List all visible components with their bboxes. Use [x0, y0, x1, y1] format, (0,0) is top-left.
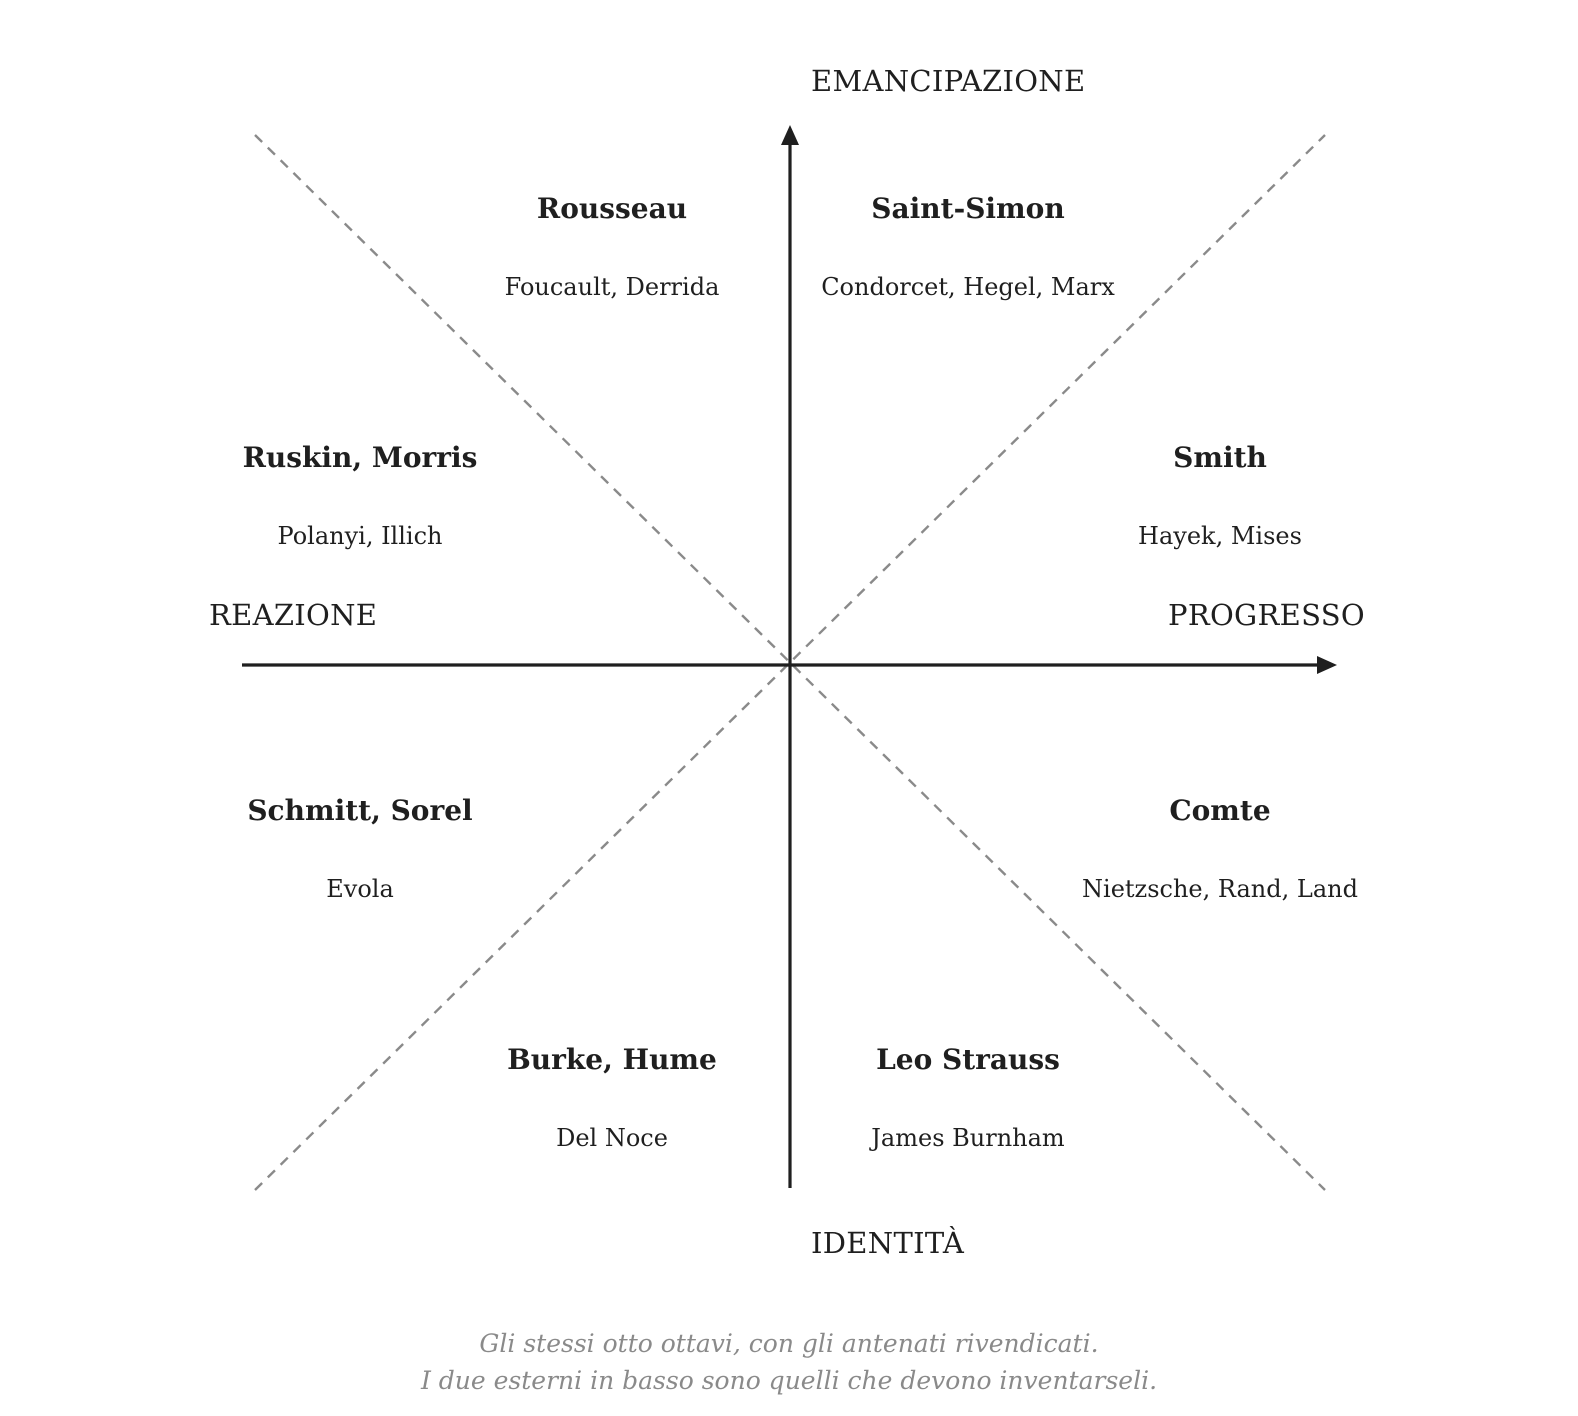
octant-lower-left: Schmitt, Sorel Evola — [150, 794, 570, 904]
axis-label-top: EMANCIPAZIONE — [811, 64, 1086, 98]
secondary-thinkers: Evola — [326, 875, 394, 903]
caption-line-1: Gli stessi otto ottavi, con gli antenati… — [479, 1329, 1099, 1358]
primary-thinkers: Burke, Hume — [507, 1043, 717, 1076]
octant-bottom-right: Leo Strauss James Burnham — [758, 1043, 1178, 1153]
axis-label-bottom: IDENTITÀ — [811, 1226, 965, 1260]
octant-lower-right: Comte Nietzsche, Rand, Land — [1010, 794, 1430, 904]
primary-thinkers: Rousseau — [536, 192, 688, 225]
secondary-thinkers: Condorcet, Hegel, Marx — [821, 273, 1115, 301]
axis-label-left: REAZIONE — [209, 598, 378, 632]
octant-upper-right: Smith Hayek, Mises — [1010, 441, 1430, 551]
octant-bottom-left: Burke, Hume Del Noce — [402, 1043, 822, 1153]
primary-thinkers: Smith — [1173, 441, 1267, 474]
secondary-thinkers: James Burnham — [871, 1124, 1065, 1152]
primary-thinkers: Comte — [1169, 794, 1271, 827]
right-arrow-icon — [1317, 656, 1337, 674]
primary-thinkers: Ruskin, Morris — [242, 441, 478, 474]
primary-thinkers: Schmitt, Sorel — [247, 794, 473, 827]
octant-top-left: Rousseau Foucault, Derrida — [402, 192, 822, 302]
secondary-thinkers: Del Noce — [556, 1124, 668, 1152]
secondary-thinkers: Hayek, Mises — [1138, 522, 1302, 550]
caption-line-2: I due esterni in basso sono quelli che d… — [420, 1366, 1158, 1395]
primary-thinkers: Leo Strauss — [876, 1043, 1060, 1076]
secondary-thinkers: Polanyi, Illich — [277, 522, 443, 550]
secondary-thinkers: Nietzsche, Rand, Land — [1082, 875, 1358, 903]
primary-thinkers: Saint-Simon — [871, 192, 1065, 225]
secondary-thinkers: Foucault, Derrida — [504, 273, 720, 301]
octant-upper-left: Ruskin, Morris Polanyi, Illich — [150, 441, 570, 551]
octant-top-right: Saint-Simon Condorcet, Hegel, Marx — [758, 192, 1178, 302]
axis-label-right: PROGRESSO — [1168, 598, 1365, 632]
up-arrow-icon — [781, 125, 799, 145]
